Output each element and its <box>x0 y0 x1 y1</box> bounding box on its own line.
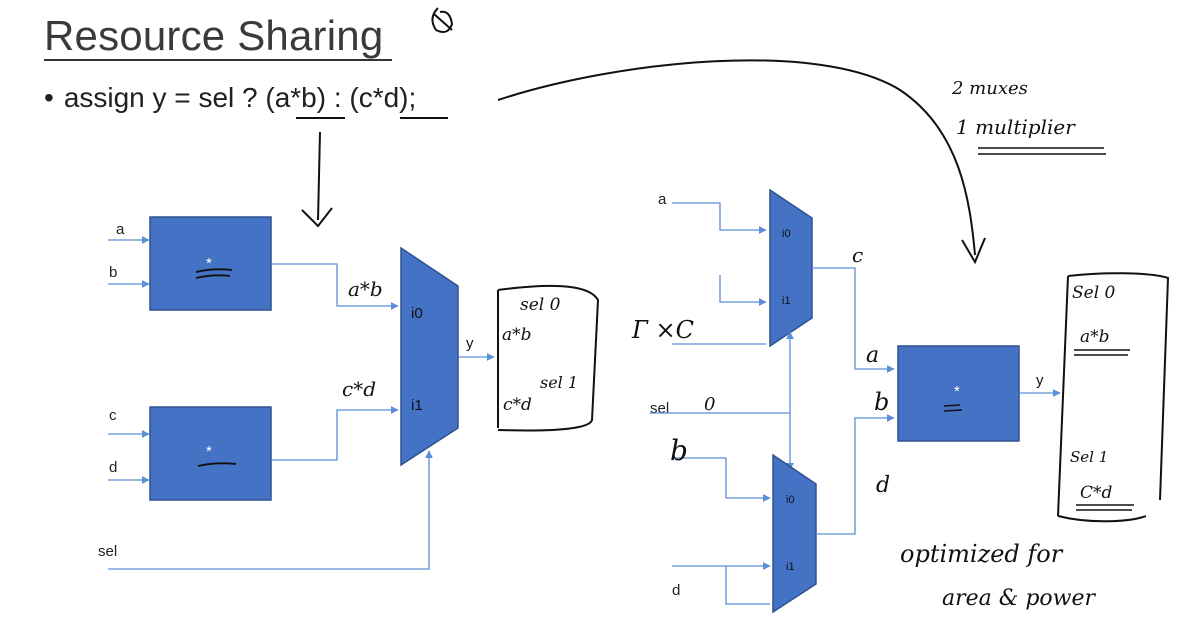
hw-mul-a: a <box>866 343 879 368</box>
mux-left-i0: i0 <box>411 305 423 322</box>
right-output-y: y <box>1036 372 1044 389</box>
input-c-label: c <box>109 407 117 424</box>
right-input-sel-label: sel <box>650 400 669 417</box>
hw-cd-left: c*d <box>503 395 532 415</box>
hw-ab-in0: a*b <box>348 277 383 301</box>
right-input-a-label: a <box>658 191 667 208</box>
right-circuit: a sel d i0 i1 i0 i1 <box>631 188 1170 614</box>
mux-right-bottom-i0: i0 <box>786 494 795 506</box>
down-arrow <box>317 131 321 221</box>
curved-arrow-head <box>961 237 986 265</box>
multiplier-block-shared <box>897 345 1020 442</box>
hw-ab-left: a*b <box>502 325 532 345</box>
right-input-d-label: d <box>672 582 680 599</box>
mux-right-top-i1: i1 <box>782 295 791 307</box>
hw-cd-in1: c*d <box>342 377 376 401</box>
curved-arrow <box>497 59 976 256</box>
mux-left-i1: i1 <box>411 397 423 414</box>
down-arrow-head <box>301 207 333 228</box>
hw-sel0-left: sel 0 <box>520 295 561 315</box>
hw-multiplier: 1 multiplier <box>956 115 1076 139</box>
mux-right-top-i0: i0 <box>782 228 791 240</box>
multiplier-symbol-bottom: * <box>206 443 212 460</box>
note-box-right <box>1057 272 1170 523</box>
code-bullet: • assign y = sel ? (a*b) : (c*d); <box>44 82 416 114</box>
left-circuit: a b c d sel * * i0 i1 y <box>98 216 600 570</box>
hw-optimized-2: area & power <box>942 586 1097 611</box>
hw-sel1-right: Sel 1 <box>1070 448 1108 466</box>
mux-right-bottom-i1: i1 <box>786 561 795 573</box>
multiplier-symbol-top: * <box>206 255 212 272</box>
hw-mul-b: b <box>874 388 889 416</box>
bullet-dot: • <box>44 82 54 113</box>
hw-muxes: 2 muxes <box>951 78 1028 99</box>
verilog-statement: assign y = sel ? (a*b) : (c*d); <box>63 82 417 113</box>
multiplier-symbol-shared: * <box>954 383 960 400</box>
input-d-label: d <box>109 459 117 476</box>
mux-left-y: y <box>466 335 474 352</box>
input-sel-label: sel <box>98 543 117 560</box>
slide-title: Resource Sharing <box>44 12 384 59</box>
mux-right-bottom <box>772 453 817 614</box>
hw-sel0-right: Sel 0 <box>1072 283 1116 303</box>
hw-ab-right: a*b <box>1080 327 1110 347</box>
hw-crossed-c: Г ×C <box>631 316 694 344</box>
mux-right-top <box>769 188 813 348</box>
summary-note: 2 muxes 1 multiplier <box>951 78 1106 155</box>
hw-optimized-1: optimized for <box>900 540 1064 568</box>
title-underline <box>44 7 454 61</box>
hw-mux-out-d: d <box>876 473 890 498</box>
hw-b: b <box>670 434 688 467</box>
hw-sel1-left: sel 1 <box>540 373 578 392</box>
hw-cd-right: C*d <box>1080 483 1113 503</box>
input-b-label: b <box>109 264 117 281</box>
hw-mux-out-c: c <box>852 243 863 267</box>
note-box-left <box>497 284 600 432</box>
mux-left <box>400 246 459 467</box>
multiplier-block-top <box>149 216 272 311</box>
input-a-label: a <box>116 221 125 238</box>
multiplier-block-bottom <box>149 406 272 501</box>
hw-sel-zero: 0 <box>704 394 715 415</box>
